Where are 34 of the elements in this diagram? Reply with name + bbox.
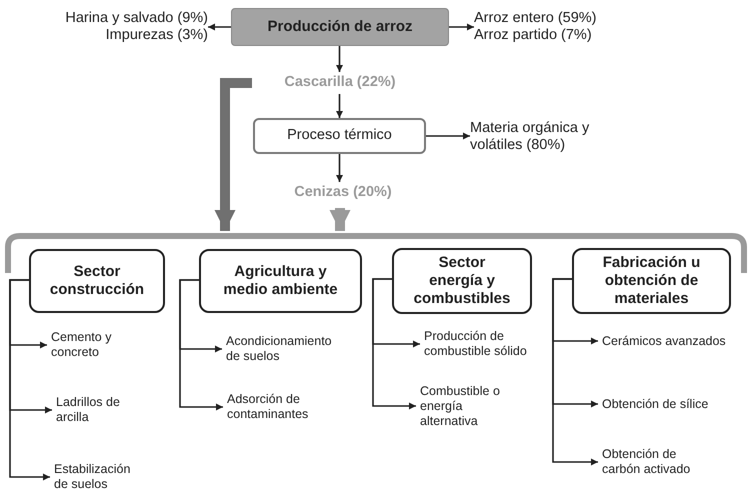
- arrow: [208, 23, 231, 31]
- application-label: Acondicionamiento de suelos: [226, 334, 333, 364]
- application-label: Cerámicos avanzados: [602, 334, 726, 348]
- application-label: Obtención de carbón activado: [602, 447, 692, 477]
- application-label: Producción de combustible sólido: [424, 329, 528, 359]
- application-label: Combustible o energía alternativa: [420, 384, 501, 428]
- arrow: [179, 279, 223, 411]
- output-label: Impurezas (3%): [106, 27, 208, 44]
- output-label: Arroz entero (59%): [474, 10, 596, 27]
- arrow: [9, 279, 50, 481]
- application-label: Ladrillos de arcilla: [56, 395, 121, 425]
- application-label: Adsorción de contaminantes: [227, 392, 310, 422]
- application-label: Cemento y concreto: [51, 330, 112, 360]
- thick-arrow: [330, 208, 350, 231]
- process-box: Proceso térmico: [253, 118, 426, 154]
- process-box: Producción de arroz: [231, 8, 449, 46]
- output-label: Harina y salvado (9%): [65, 10, 208, 27]
- output-label: Arroz partido (7%): [474, 27, 592, 44]
- arrow: [372, 278, 416, 410]
- product-label: Cenizas (20%): [294, 184, 392, 202]
- sector-box: Fabricación u obtención de materiales: [572, 248, 731, 314]
- output-label: Materia orgánica y volátiles (80%): [470, 120, 590, 154]
- arrow: [449, 23, 474, 31]
- sector-box: Sector construcción: [29, 249, 165, 313]
- product-label: Cascarilla (22%): [284, 74, 396, 92]
- arrow: [552, 278, 598, 466]
- arrow: [336, 154, 344, 182]
- application-label: Obtención de sílice: [602, 396, 708, 412]
- arrow: [336, 46, 344, 72]
- application-label: Estabilización de suelos: [54, 462, 132, 492]
- sector-box: Agricultura y medio ambiente: [199, 249, 362, 313]
- sector-box: Sector energía y combustibles: [392, 248, 532, 314]
- arrow: [336, 94, 344, 118]
- arrow: [426, 132, 470, 140]
